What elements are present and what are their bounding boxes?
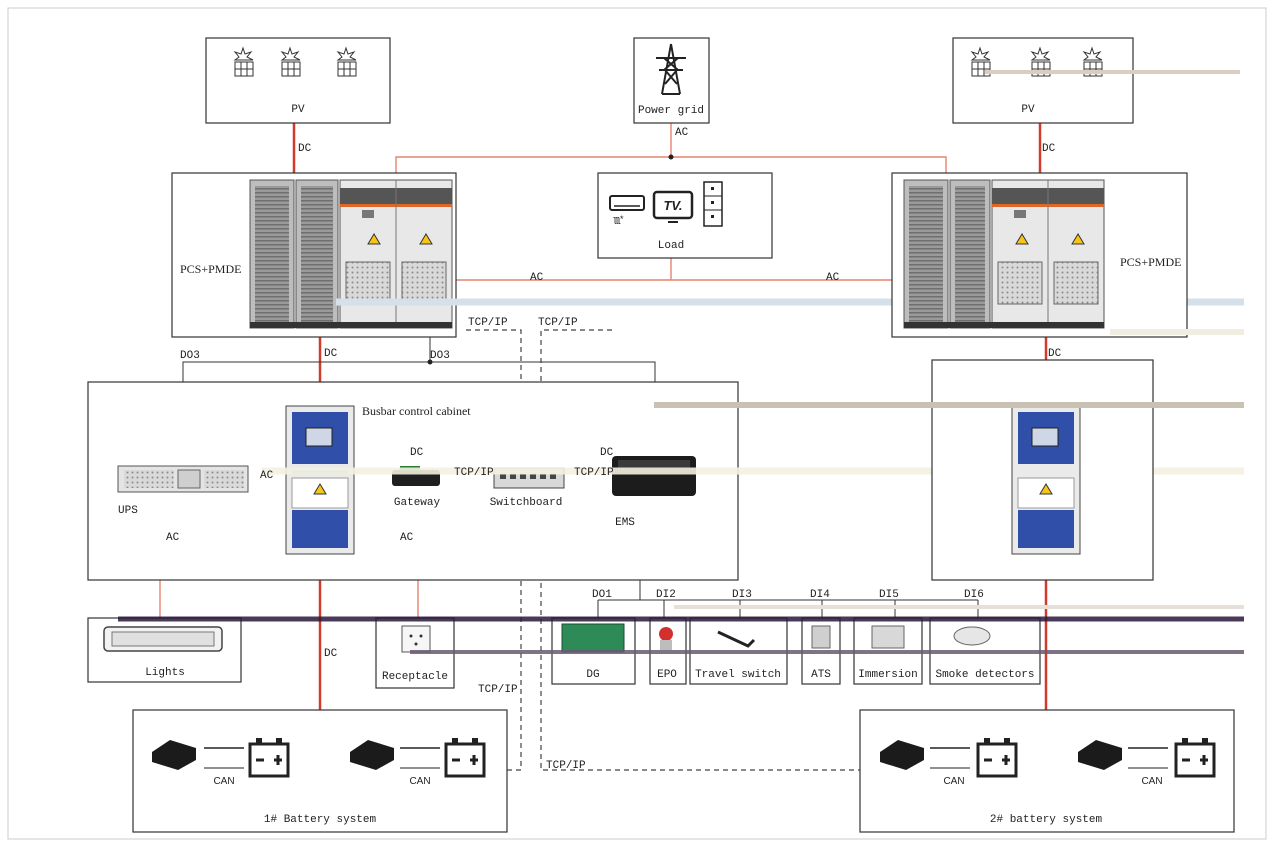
ac-label: AC: [260, 470, 274, 482]
dc-label: DC: [1042, 143, 1056, 155]
busbar-control-cabinet-left: Busbar control cabinet UPS Gateway: [87, 381, 1244, 581]
ups-label: UPS: [118, 505, 138, 517]
ems-label: EMS: [615, 517, 635, 529]
ats-label: ATS: [811, 669, 831, 681]
lights-label: Lights: [145, 667, 185, 679]
solar-panel-icon: [1082, 46, 1103, 77]
ac-label: AC: [530, 272, 544, 284]
svg-text:CAN: CAN: [943, 776, 964, 787]
tcp-label: TCP/IP: [546, 760, 586, 772]
pcs-right-label: PCS+PMDE: [1120, 255, 1181, 269]
battery-icon: [976, 738, 1018, 778]
bms-module: CAN: [880, 738, 1018, 787]
ac-label: AC: [826, 272, 840, 284]
travel-switch-label: Travel switch: [695, 669, 781, 681]
svg-text:CAN: CAN: [409, 776, 430, 787]
pcs-left: PCS+PMDE: [171, 172, 1244, 338]
air-conditioner-icon: ʅʅʅ*: [609, 195, 645, 224]
power-outlet-icon: [401, 625, 431, 653]
load-label: Load: [658, 240, 684, 252]
dc-label: DC: [298, 143, 312, 155]
busbar-cabinet-label: Busbar control cabinet: [362, 404, 471, 418]
pcs-cabinet-illustration: [249, 179, 453, 329]
tcp-label: TCP/IP: [574, 467, 614, 479]
tcp-label: TCP/IP: [478, 684, 518, 696]
svg-text:ʅʅʅ*: ʅʅʅ*: [613, 214, 624, 224]
ups-device: [117, 465, 249, 493]
do3-label: DO3: [430, 350, 450, 362]
di2-label: DI2: [656, 589, 676, 601]
svg-text:CAN: CAN: [1141, 776, 1162, 787]
smoke-detectors-label: Smoke detectors: [935, 669, 1034, 681]
ac-label: AC: [166, 532, 180, 544]
battery-icon: [248, 738, 290, 778]
pcs-right: PCS+PMDE: [891, 172, 1244, 338]
transmission-tower-icon: [656, 43, 686, 95]
do1-label: DO1: [592, 589, 612, 601]
solar-panel-icon: [336, 46, 357, 77]
bms-module: CAN: [1078, 738, 1216, 787]
di3-label: DI3: [732, 589, 752, 601]
pv-right: PV: [952, 37, 1240, 124]
epo-label: EPO: [657, 669, 677, 681]
bms-module: CAN: [350, 738, 486, 787]
lights: Lights: [87, 617, 242, 683]
dc-label: DC: [600, 447, 614, 459]
battery-icon: [444, 738, 486, 778]
di6-label: DI6: [964, 589, 984, 601]
do3-label: DO3: [180, 350, 200, 362]
power-grid-label: Power grid: [638, 105, 704, 117]
tv-icon: TV.: [652, 190, 694, 223]
svg-text:TV.: TV.: [663, 198, 682, 213]
busbar-cabinet-illustration: [1011, 405, 1081, 555]
immersion-label: Immersion: [858, 669, 917, 681]
dc-label: DC: [410, 447, 424, 459]
ac-label: AC: [675, 127, 689, 139]
dc-label: DC: [1048, 348, 1062, 360]
tcp-label: TCP/IP: [454, 467, 494, 479]
dc-label: DC: [324, 648, 338, 660]
load: ʅʅʅ* TV. Load: [597, 172, 773, 259]
tcp-label: TCP/IP: [468, 317, 508, 329]
pv-right-label: PV: [1021, 104, 1035, 116]
bms-module: CAN: [152, 738, 290, 787]
pv-left: PV: [205, 37, 391, 124]
gateway-label: Gateway: [394, 497, 441, 509]
ems-device: [612, 456, 696, 496]
busbar-cabinet-illustration: [285, 405, 355, 555]
battery-icon: [1174, 738, 1216, 778]
ac-label: AC: [400, 532, 414, 544]
busbar-control-cabinet-right: [654, 359, 1244, 581]
pv-left-label: PV: [291, 104, 305, 116]
svg-text:CAN: CAN: [213, 776, 234, 787]
solar-panel-icon: [970, 46, 991, 77]
tcp-label: TCP/IP: [538, 317, 578, 329]
power-grid: Power grid: [633, 37, 710, 124]
battery-right-label: 2# battery system: [990, 814, 1103, 826]
light-fixture-icon: [103, 626, 223, 652]
battery-system-right: CAN CAN 2# battery system: [859, 709, 1235, 833]
dc-label: DC: [324, 348, 338, 360]
battery-left-label: 1# Battery system: [264, 814, 377, 826]
solar-panel-icon: [280, 46, 301, 77]
battery-system-left: CAN CAN 1# Battery system: [132, 709, 508, 833]
dg-label: DG: [586, 669, 599, 681]
di4-label: DI4: [810, 589, 830, 601]
refrigerator-icon: [703, 181, 723, 227]
receptacle-label: Receptacle: [382, 671, 448, 683]
connection-labels: DC DC AC AC AC TCP/IP TCP/IP DO3 DC DO3 …: [166, 127, 1062, 772]
di5-label: DI5: [879, 589, 899, 601]
switchboard-label: Switchboard: [490, 497, 563, 509]
solar-panel-icon: [233, 46, 254, 77]
pcs-cabinet-illustration: [903, 179, 1105, 329]
pcs-left-label: PCS+PMDE: [180, 262, 241, 276]
